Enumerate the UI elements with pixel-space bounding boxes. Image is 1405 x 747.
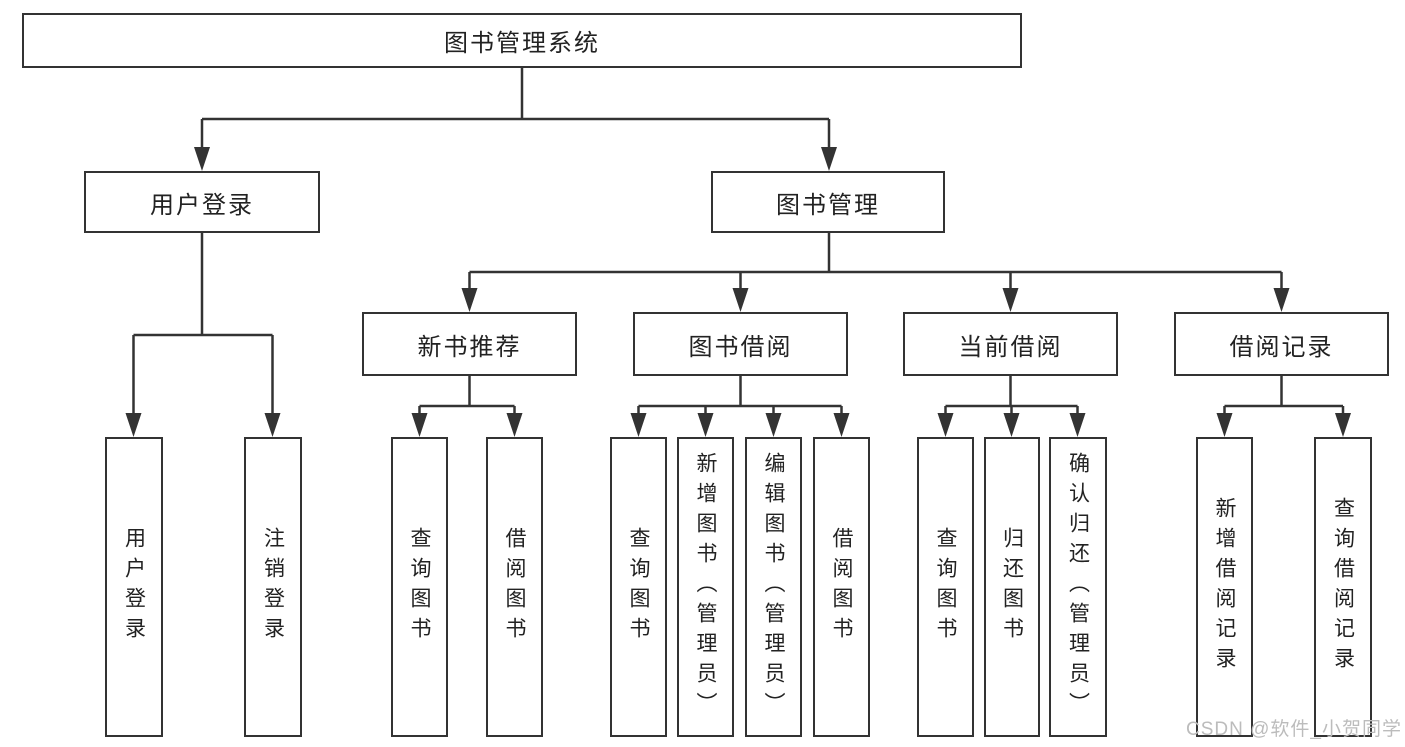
node-label: 注销登录 (261, 527, 285, 647)
leaf-query-borrow-record: 查询借阅记录 (1314, 437, 1372, 737)
connector-root-to-level2 (194, 68, 837, 171)
node-label: 当前借阅 (958, 333, 1063, 361)
node-label: 图书管理 (776, 191, 880, 219)
node-label: 用户登录 (122, 527, 146, 647)
leaf-query-books-recommend: 查询图书 (391, 437, 448, 737)
node-new-book-recommendation: 新书推荐 (362, 312, 577, 376)
node-label: 查询图书 (934, 527, 957, 647)
leaf-edit-books-admin: 编辑图书（管理员） (745, 437, 802, 737)
node-label: 归还图书 (1000, 527, 1024, 647)
node-label: 图书借阅 (688, 333, 793, 361)
node-borrowing-records: 借阅记录 (1174, 312, 1389, 376)
leaf-add-books-admin: 新增图书（管理员） (677, 437, 734, 737)
node-label: 确认归还（管理员） (1066, 452, 1090, 722)
connector-user-login-to-leaves (125, 233, 281, 437)
node-book-management: 图书管理 (711, 171, 945, 233)
node-label: 查询图书 (627, 527, 650, 647)
leaf-query-books-borrowing: 查询图书 (610, 437, 667, 737)
leaf-query-books-current: 查询图书 (917, 437, 974, 737)
node-label: 新增图书（管理员） (694, 452, 717, 722)
connector-book-management-to-level3 (461, 233, 1290, 312)
leaf-add-borrow-record: 新增借阅记录 (1196, 437, 1253, 737)
node-user-login: 用户登录 (84, 171, 320, 233)
node-label: 图书管理系统 (444, 30, 600, 57)
connector-current-borrowing-to-leaves (937, 376, 1086, 437)
csdn-watermark: CSDN @软件_小贺同学 (1186, 719, 1402, 740)
leaf-confirm-return-admin: 确认归还（管理员） (1049, 437, 1107, 737)
node-label: 借阅图书 (503, 527, 526, 647)
node-book-borrowing: 图书借阅 (633, 312, 848, 376)
connector-borrowing-records-to-leaves (1216, 376, 1351, 437)
leaf-borrow-books-recommend: 借阅图书 (486, 437, 543, 737)
node-label: 查询图书 (408, 527, 431, 647)
node-label: 借阅图书 (830, 527, 853, 647)
leaf-return-books: 归还图书 (984, 437, 1040, 737)
node-label: 用户登录 (150, 191, 254, 219)
node-label: 查询借阅记录 (1331, 497, 1355, 677)
connector-new-book-recommendation-to-leaves (411, 376, 523, 437)
node-label: 新书推荐 (417, 333, 522, 361)
connector-book-borrowing-to-leaves (630, 376, 850, 437)
node-library-management-system: 图书管理系统 (22, 13, 1022, 68)
leaf-borrow-books: 借阅图书 (813, 437, 870, 737)
node-current-borrowing: 当前借阅 (903, 312, 1118, 376)
leaf-user-login: 用户登录 (105, 437, 163, 737)
node-label: 新增借阅记录 (1213, 497, 1236, 677)
node-label: 借阅记录 (1229, 333, 1334, 361)
node-label: 编辑图书（管理员） (762, 452, 785, 722)
leaf-logout: 注销登录 (244, 437, 302, 737)
